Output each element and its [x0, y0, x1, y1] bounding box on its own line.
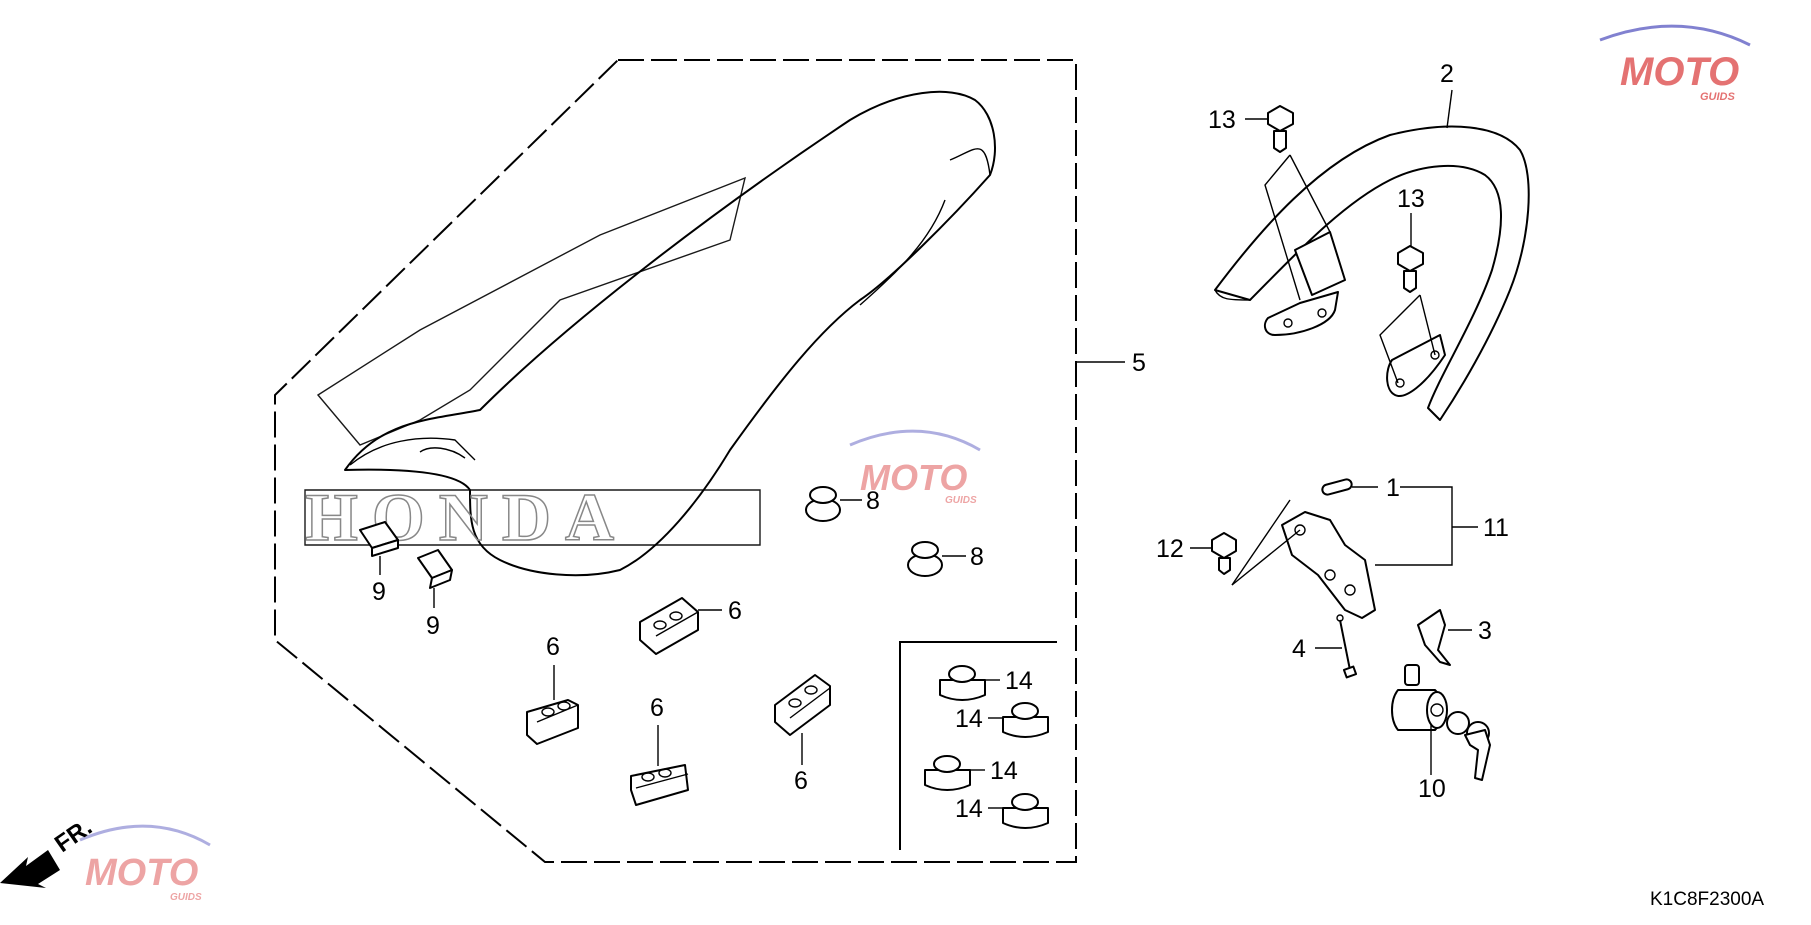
watermark-logo-top-right: MOTO GUIDS	[1599, 24, 1751, 103]
callout-5: 5	[1132, 349, 1146, 377]
callout-13a: 13	[1208, 106, 1236, 134]
callout-9a: 9	[372, 578, 386, 606]
block-part-6b	[526, 699, 579, 745]
rubber-part-14b	[1002, 702, 1049, 738]
callout-6b: 6	[546, 633, 560, 661]
callout-14c: 14	[990, 757, 1018, 785]
block-part-6d	[774, 674, 831, 736]
block-part-6a	[639, 597, 699, 655]
bolt-part-13b	[1397, 245, 1424, 293]
bolt-part-12	[1211, 532, 1237, 575]
callout-6d: 6	[794, 767, 808, 795]
callout-11: 11	[1483, 514, 1509, 542]
watermark-logo-center: MOTO GUIDS	[849, 429, 981, 506]
rubber-kit-box	[899, 641, 1057, 850]
spring-part-3	[1417, 609, 1451, 666]
svg-text:GUIDS: GUIDS	[1700, 91, 1736, 103]
callout-6a: 6	[728, 597, 742, 625]
seat-emblem-text: HONDA	[305, 479, 628, 555]
front-direction-arrow: FR.	[0, 814, 97, 888]
bumper-part-8b	[907, 541, 943, 577]
callout-8b: 8	[970, 543, 984, 571]
callout-2: 2	[1440, 60, 1454, 88]
bolt-part-13a	[1267, 105, 1294, 153]
diagram-code: K1C8F2300A	[1650, 889, 1764, 910]
callout-1: 1	[1386, 474, 1400, 502]
cable-part-4	[1336, 614, 1358, 679]
clip-part-9b	[417, 549, 453, 589]
callout-3: 3	[1478, 617, 1492, 645]
svg-text:MOTO: MOTO	[1620, 50, 1739, 94]
callout-9b: 9	[426, 612, 440, 640]
svg-text:GUIDS: GUIDS	[945, 495, 977, 506]
bumper-part-8a	[805, 486, 841, 522]
key-cylinder-part-10	[1391, 664, 1491, 781]
rubber-part-14d	[1002, 793, 1049, 829]
callout-6c: 6	[650, 694, 664, 722]
callout-4: 4	[1292, 635, 1306, 663]
rubber-part-14c	[924, 755, 971, 791]
callout-14d: 14	[955, 795, 983, 823]
lock-bracket-part-11	[1281, 511, 1376, 619]
seat: HONDA	[304, 90, 996, 577]
callout-13b: 13	[1397, 185, 1425, 213]
callout-14a: 14	[1005, 667, 1033, 695]
callout-14b: 14	[955, 705, 983, 733]
seat-assembly-boundary	[274, 59, 1077, 863]
rubber-part-14a	[939, 665, 986, 701]
callout-8a: 8	[866, 487, 880, 515]
block-part-6c	[630, 764, 689, 806]
callout-12: 12	[1156, 535, 1184, 563]
pin-part-1	[1321, 478, 1353, 496]
svg-text:MOTO: MOTO	[85, 852, 198, 894]
clip-part-9a	[359, 521, 399, 557]
grab-rail-part-2	[1214, 125, 1530, 421]
svg-text:GUIDS: GUIDS	[170, 892, 202, 903]
watermark-logo-bottom-left: MOTO GUIDS	[79, 824, 211, 903]
svg-text:MOTO: MOTO	[860, 457, 967, 498]
callout-10: 10	[1418, 775, 1446, 803]
